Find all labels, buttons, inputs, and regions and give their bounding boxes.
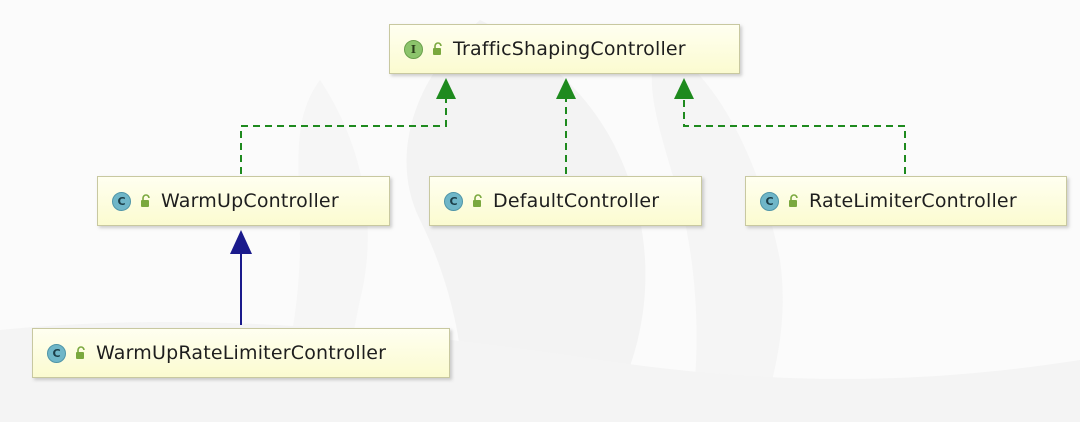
class-icon: C xyxy=(760,191,779,211)
arrowhead-implements-1 xyxy=(436,78,456,99)
node-label: WarmUpController xyxy=(161,190,339,212)
unlocked-icon xyxy=(76,346,85,359)
arrowhead-implements-3 xyxy=(674,78,694,99)
unlocked-icon xyxy=(433,42,442,55)
edge-warmup-implements-traffic xyxy=(240,98,447,174)
unlocked-icon xyxy=(789,194,798,207)
unlocked-icon xyxy=(473,194,482,207)
arrowhead-implements-2 xyxy=(556,78,576,99)
class-icon: C xyxy=(444,191,463,211)
node-ratelimiter-controller[interactable]: C RateLimiterController xyxy=(745,176,1067,226)
arrowhead-extends xyxy=(230,230,252,254)
node-label: TrafficShapingController xyxy=(453,38,686,60)
node-default-controller[interactable]: C DefaultController xyxy=(429,176,702,226)
node-label: DefaultController xyxy=(493,190,660,212)
node-traffic-shaping-controller[interactable]: I TrafficShapingController xyxy=(389,24,740,74)
class-icon: C xyxy=(47,343,66,363)
edge-ratelimiter-implements-traffic xyxy=(683,98,906,174)
node-label: WarmUpRateLimiterController xyxy=(96,342,387,364)
node-warmup-controller[interactable]: C WarmUpController xyxy=(97,176,390,226)
node-label: RateLimiterController xyxy=(809,190,1017,212)
class-icon: C xyxy=(112,191,131,211)
unlocked-icon xyxy=(141,194,150,207)
interface-icon: I xyxy=(404,39,423,59)
node-warmup-ratelimiter-controller[interactable]: C WarmUpRateLimiterController xyxy=(32,328,450,378)
